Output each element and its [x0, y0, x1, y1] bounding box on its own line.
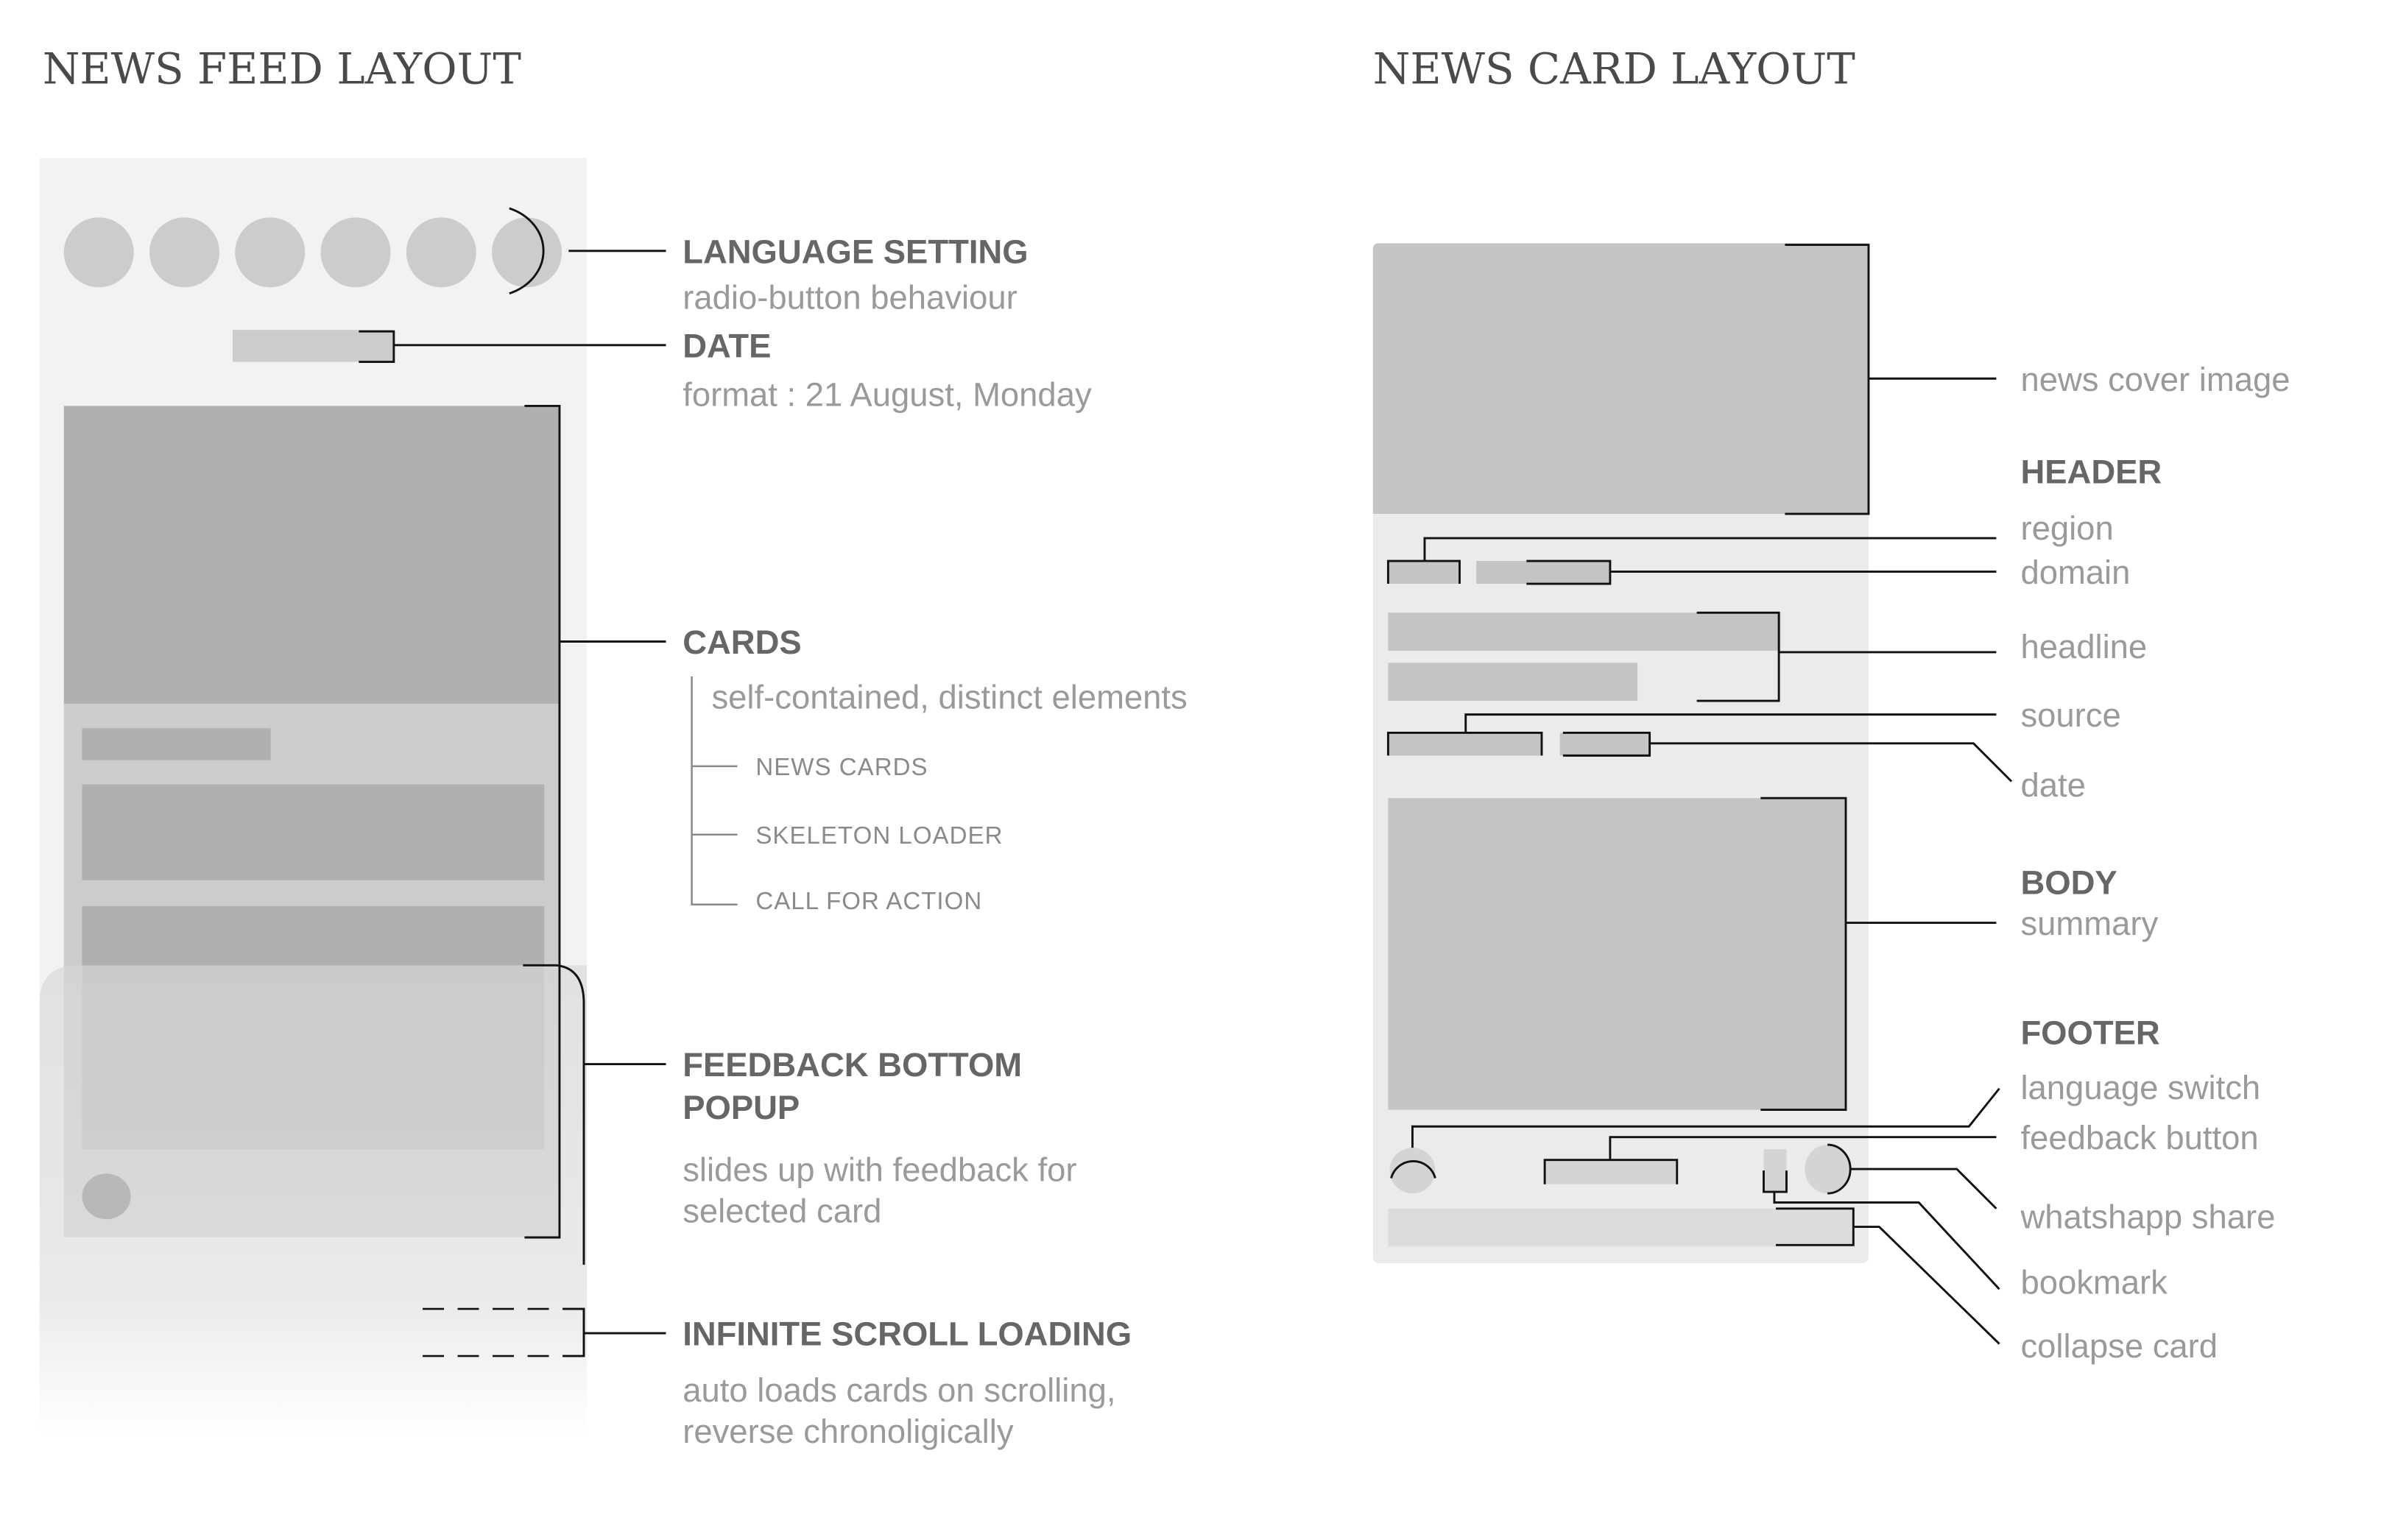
- cards-item-news-cards: NEWS CARDS: [755, 754, 928, 781]
- summary-block: [1388, 798, 1846, 1110]
- news-cover-image: [1372, 243, 1869, 515]
- label-collapse-card: collapse card: [2020, 1327, 2218, 1365]
- label-news-cover-image: news cover image: [2020, 361, 2290, 398]
- language-radio-4[interactable]: [320, 217, 391, 288]
- scroll-desc-line2: reverse chronoligically: [683, 1413, 1014, 1450]
- language-bracket: [509, 207, 545, 294]
- card-connectors: [1386, 244, 2013, 1345]
- feedback-desc-line2: selected card: [683, 1192, 881, 1229]
- label-bookmark: bookmark: [2020, 1263, 2168, 1301]
- label-domain: domain: [2020, 554, 2130, 591]
- label-feedback-button: feedback button: [2020, 1119, 2258, 1156]
- cards-item-call-for-action: CALL FOR ACTION: [755, 888, 982, 915]
- label-source: source: [2020, 696, 2120, 734]
- feed-card-headline-skeleton: [82, 784, 545, 880]
- label-header-heading: HEADER: [2020, 453, 2162, 491]
- headline-line1: [1388, 612, 1781, 651]
- headline-line2: [1388, 663, 1638, 702]
- feedback-heading-line1: FEEDBACK BOTTOM: [683, 1046, 1022, 1084]
- news-card-mock: [1372, 243, 1869, 1264]
- label-whatsapp-share: whatshapp share: [2020, 1198, 2275, 1236]
- collapse-card-button[interactable]: [1388, 1208, 1854, 1247]
- language-radio-6[interactable]: [492, 217, 563, 288]
- label-date: date: [2020, 766, 2085, 804]
- date-heading: DATE: [683, 327, 771, 364]
- label-footer-heading: FOOTER: [2020, 1014, 2159, 1052]
- language-switch-button[interactable]: [1389, 1148, 1436, 1194]
- date-desc: format : 21 August, Monday: [683, 375, 1092, 413]
- card-title: NEWS CARD LAYOUT: [1373, 44, 1855, 94]
- feedback-popup-button[interactable]: [82, 1173, 131, 1220]
- feed-connectors: [359, 207, 738, 1357]
- domain-tag: [1476, 561, 1610, 584]
- whatsapp-share-button[interactable]: [1805, 1145, 1851, 1194]
- cards-desc: self-contained, distinct elements: [711, 678, 1187, 716]
- source-tag: [1388, 732, 1542, 756]
- label-body-heading: BODY: [2020, 863, 2117, 901]
- language-radio-2[interactable]: [149, 217, 219, 288]
- bookmark-button[interactable]: [1763, 1149, 1787, 1193]
- feedback-bracket: [523, 964, 585, 1265]
- feedback-heading-line2: POPUP: [683, 1089, 800, 1126]
- language-radio-3[interactable]: [235, 217, 306, 288]
- label-region: region: [2020, 509, 2113, 547]
- region-tag: [1388, 561, 1460, 584]
- feedback-popup[interactable]: [39, 965, 588, 1435]
- language-radio-5[interactable]: [406, 217, 476, 288]
- scroll-desc-line1: auto loads cards on scrolling,: [683, 1371, 1115, 1409]
- language-radio-1[interactable]: [63, 217, 134, 288]
- label-headline: headline: [2020, 628, 2147, 665]
- label-language-switch: language switch: [2020, 1069, 2260, 1106]
- feed-card-tag-skeleton: [82, 728, 271, 760]
- feedback-button[interactable]: [1545, 1159, 1677, 1184]
- date-tag: [1559, 732, 1650, 756]
- feed-title: NEWS FEED LAYOUT: [43, 44, 521, 94]
- language-setting-desc: radio-button behaviour: [683, 278, 1018, 316]
- language-selector: [63, 217, 563, 288]
- cards-item-skeleton-loader: SKELETON LOADER: [755, 822, 1003, 850]
- label-summary: summary: [2020, 905, 2158, 942]
- cards-bracket: [524, 404, 561, 1239]
- feed-phone-mock: [39, 158, 588, 1435]
- language-setting-heading: LANGUAGE SETTING: [683, 233, 1028, 270]
- date-pill: [232, 330, 394, 362]
- feed-card-image: [63, 406, 560, 704]
- scroll-heading: INFINITE SCROLL LOADING: [683, 1315, 1132, 1353]
- feedback-desc-line1: slides up with feedback for: [683, 1151, 1076, 1189]
- cards-heading: CARDS: [683, 624, 802, 661]
